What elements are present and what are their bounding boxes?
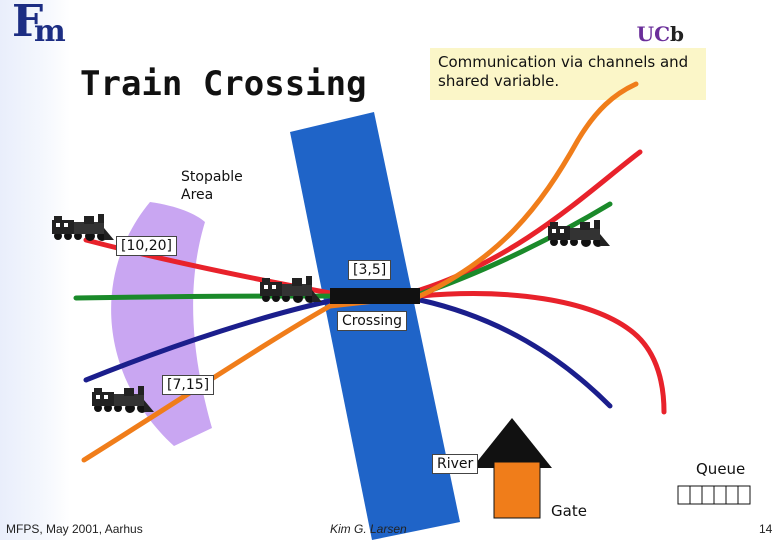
interval-10-20-label: [10,20] [116,236,178,256]
stopable-area-label: Stopable Area [181,169,243,203]
ucb-logo: UCb [637,22,684,46]
footer-left: MFPS, May 2001, Aarhus [6,522,143,536]
logo: F m [6,0,76,54]
left-decor-band [0,0,70,540]
queue-icon [677,485,751,505]
gate-house-body [493,461,541,519]
page-title: Train Crossing [80,64,367,104]
interval-7-15-label: [7,15] [162,375,215,395]
page-number: 14 [759,522,773,536]
logo-letter-f: F [12,0,44,47]
note-box: Communication via channels and shared va… [430,48,706,100]
logo-letter-m: m [34,14,66,49]
queue-label: Queue [696,460,746,478]
crossing-label: Crossing [337,311,408,331]
track-navy [83,297,613,409]
footer-author: Kim G. Larsen [330,522,407,536]
ucb-b: b [670,22,684,46]
crossing-bar [330,288,420,304]
ucb-uc: UC [636,22,671,46]
gate-label: Gate [551,502,587,520]
train-icon [52,214,114,241]
river-label: River [432,454,479,474]
gate-house-roof [472,418,552,468]
interval-3-5-label: [3,5] [348,260,392,280]
track-red-right [417,291,667,415]
